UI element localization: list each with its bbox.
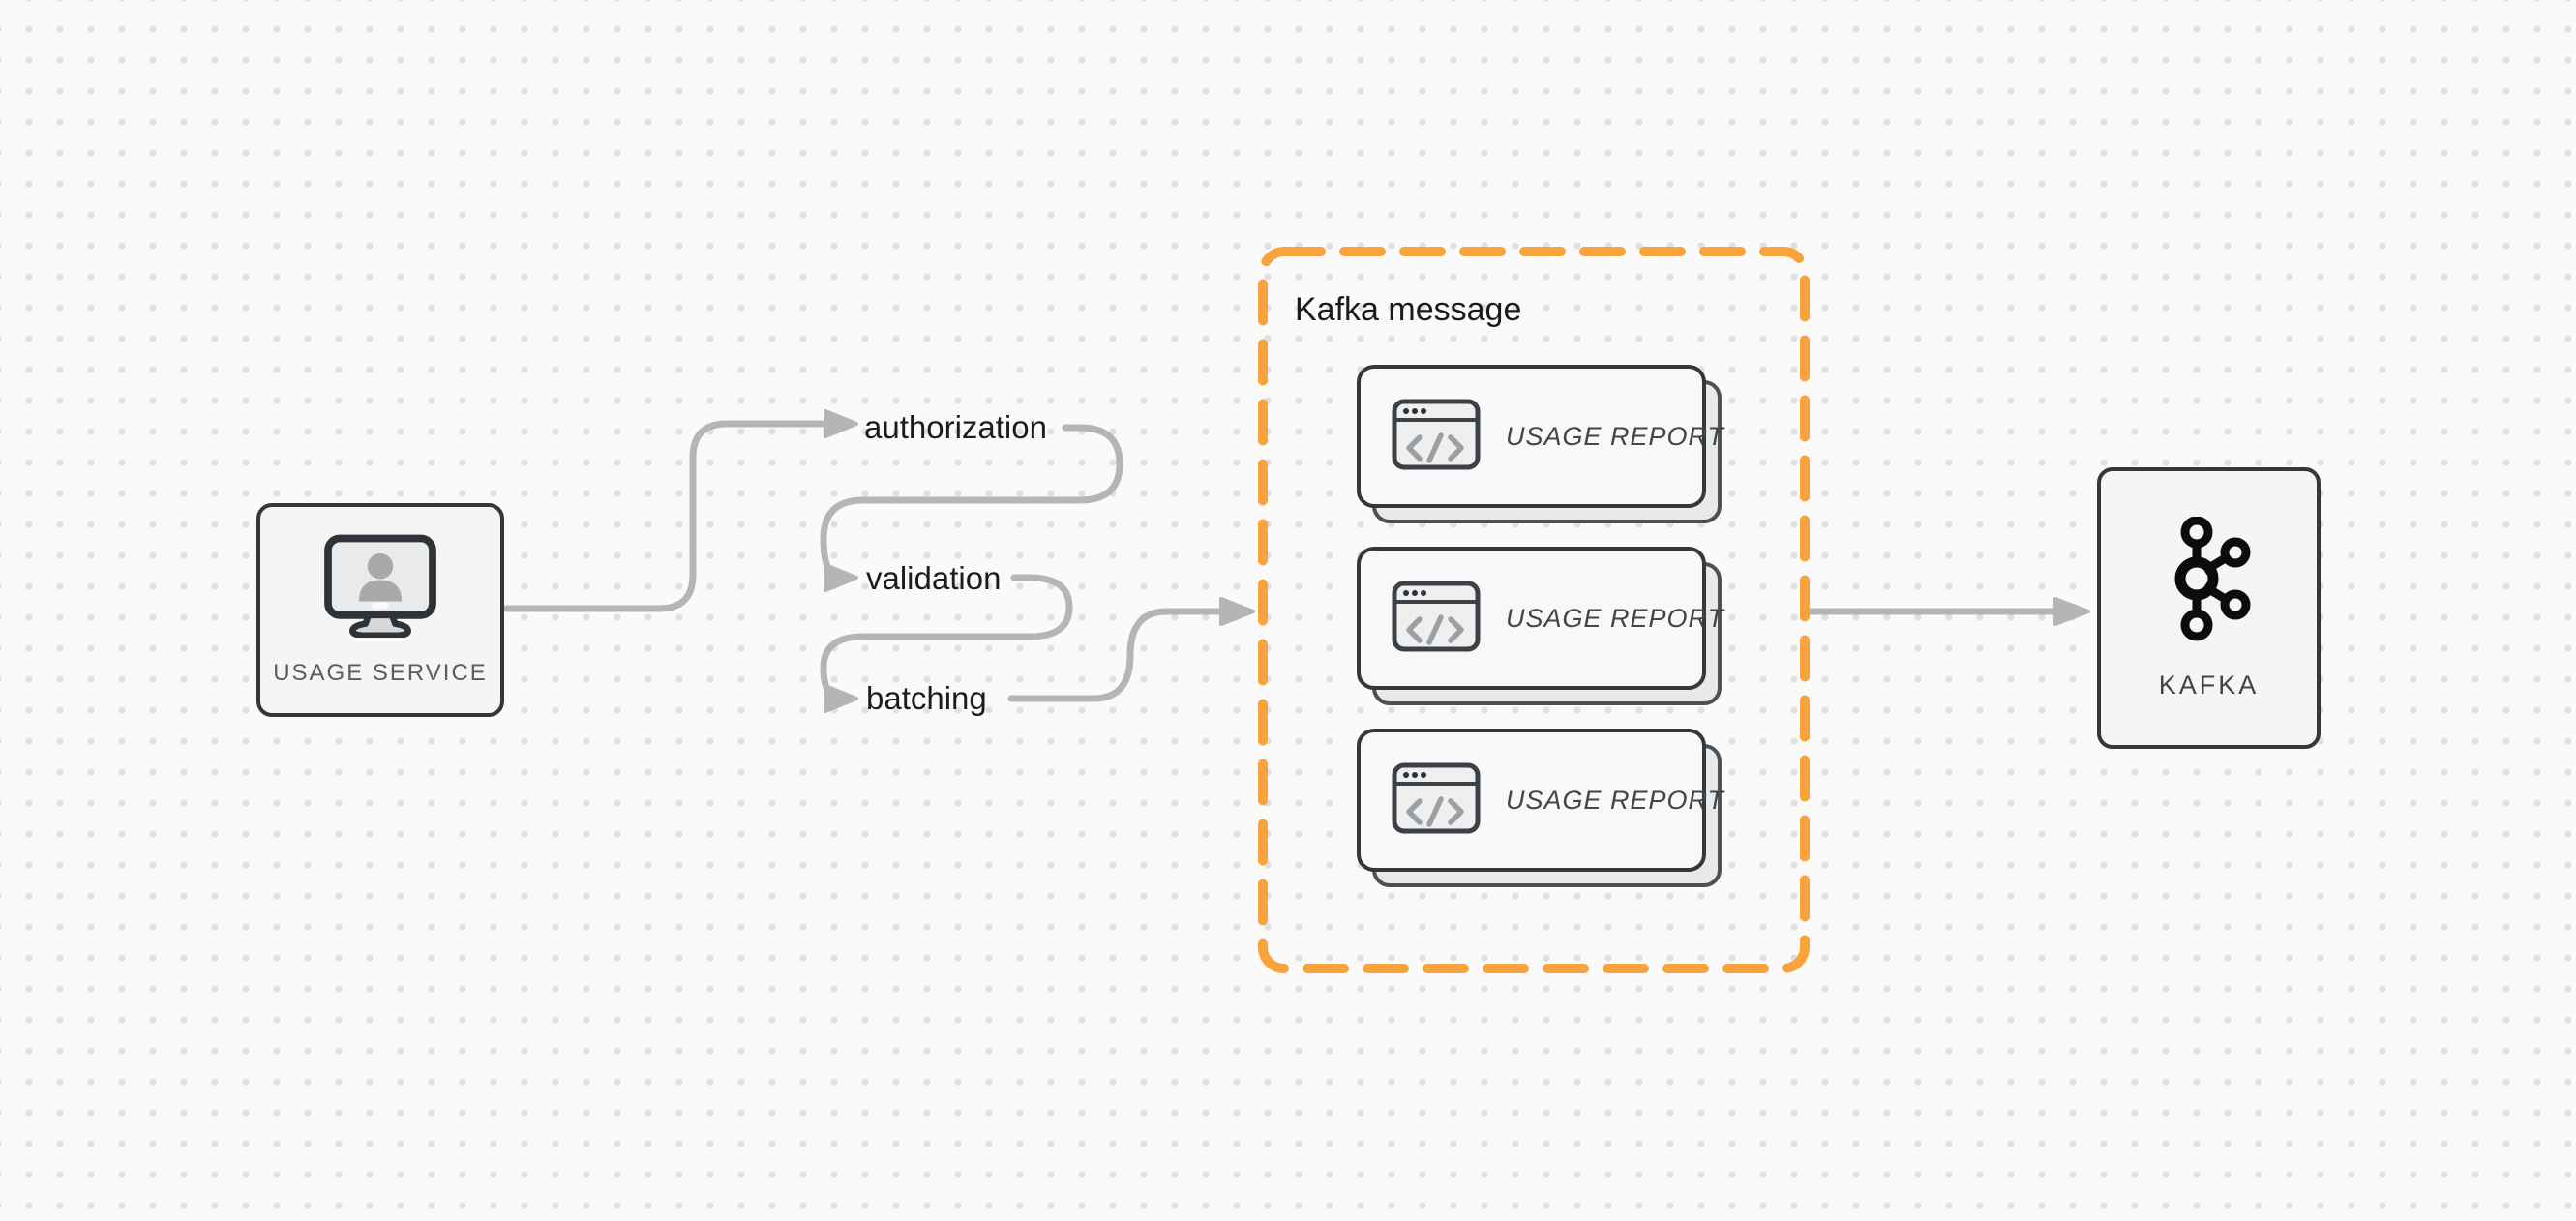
- usage-report-label: USAGE REPORT: [1506, 421, 1725, 451]
- monitor-user-icon: [321, 533, 439, 642]
- usage-report-label: USAGE REPORT: [1506, 785, 1725, 815]
- connector-usage-to-authorization: [502, 420, 829, 612]
- code-window-icon: [1392, 399, 1481, 475]
- usage-service-label: USAGE SERVICE: [273, 660, 488, 686]
- arrowhead-into-kafka: [2053, 597, 2090, 626]
- step-label-batching: batching: [866, 680, 987, 716]
- kafka-logo-icon: [2166, 516, 2253, 657]
- step-label-validation: validation: [866, 560, 1002, 596]
- arrowhead-authorization: [824, 409, 858, 438]
- connector-authorization-to-validation: [820, 424, 1123, 581]
- arrowhead-batching: [824, 684, 858, 713]
- usage-report-label: USAGE REPORT: [1506, 603, 1725, 633]
- arrowhead-into-group: [1219, 597, 1255, 626]
- kafka-message-group-title: Kafka message: [1295, 291, 1522, 328]
- arrowhead-validation: [824, 563, 858, 592]
- step-label-authorization: authorization: [864, 409, 1047, 445]
- usage-service-node: USAGE SERVICE: [256, 503, 504, 717]
- code-window-icon: [1392, 762, 1481, 839]
- usage-report-card: USAGE REPORT: [1357, 365, 1723, 523]
- kafka-node: KAFKA: [2097, 467, 2321, 749]
- usage-report-card: USAGE REPORT: [1357, 729, 1723, 887]
- code-window-icon: [1392, 581, 1481, 657]
- connector-batching-to-group: [1007, 608, 1225, 702]
- kafka-label: KAFKA: [2158, 670, 2260, 700]
- usage-report-card: USAGE REPORT: [1357, 547, 1723, 705]
